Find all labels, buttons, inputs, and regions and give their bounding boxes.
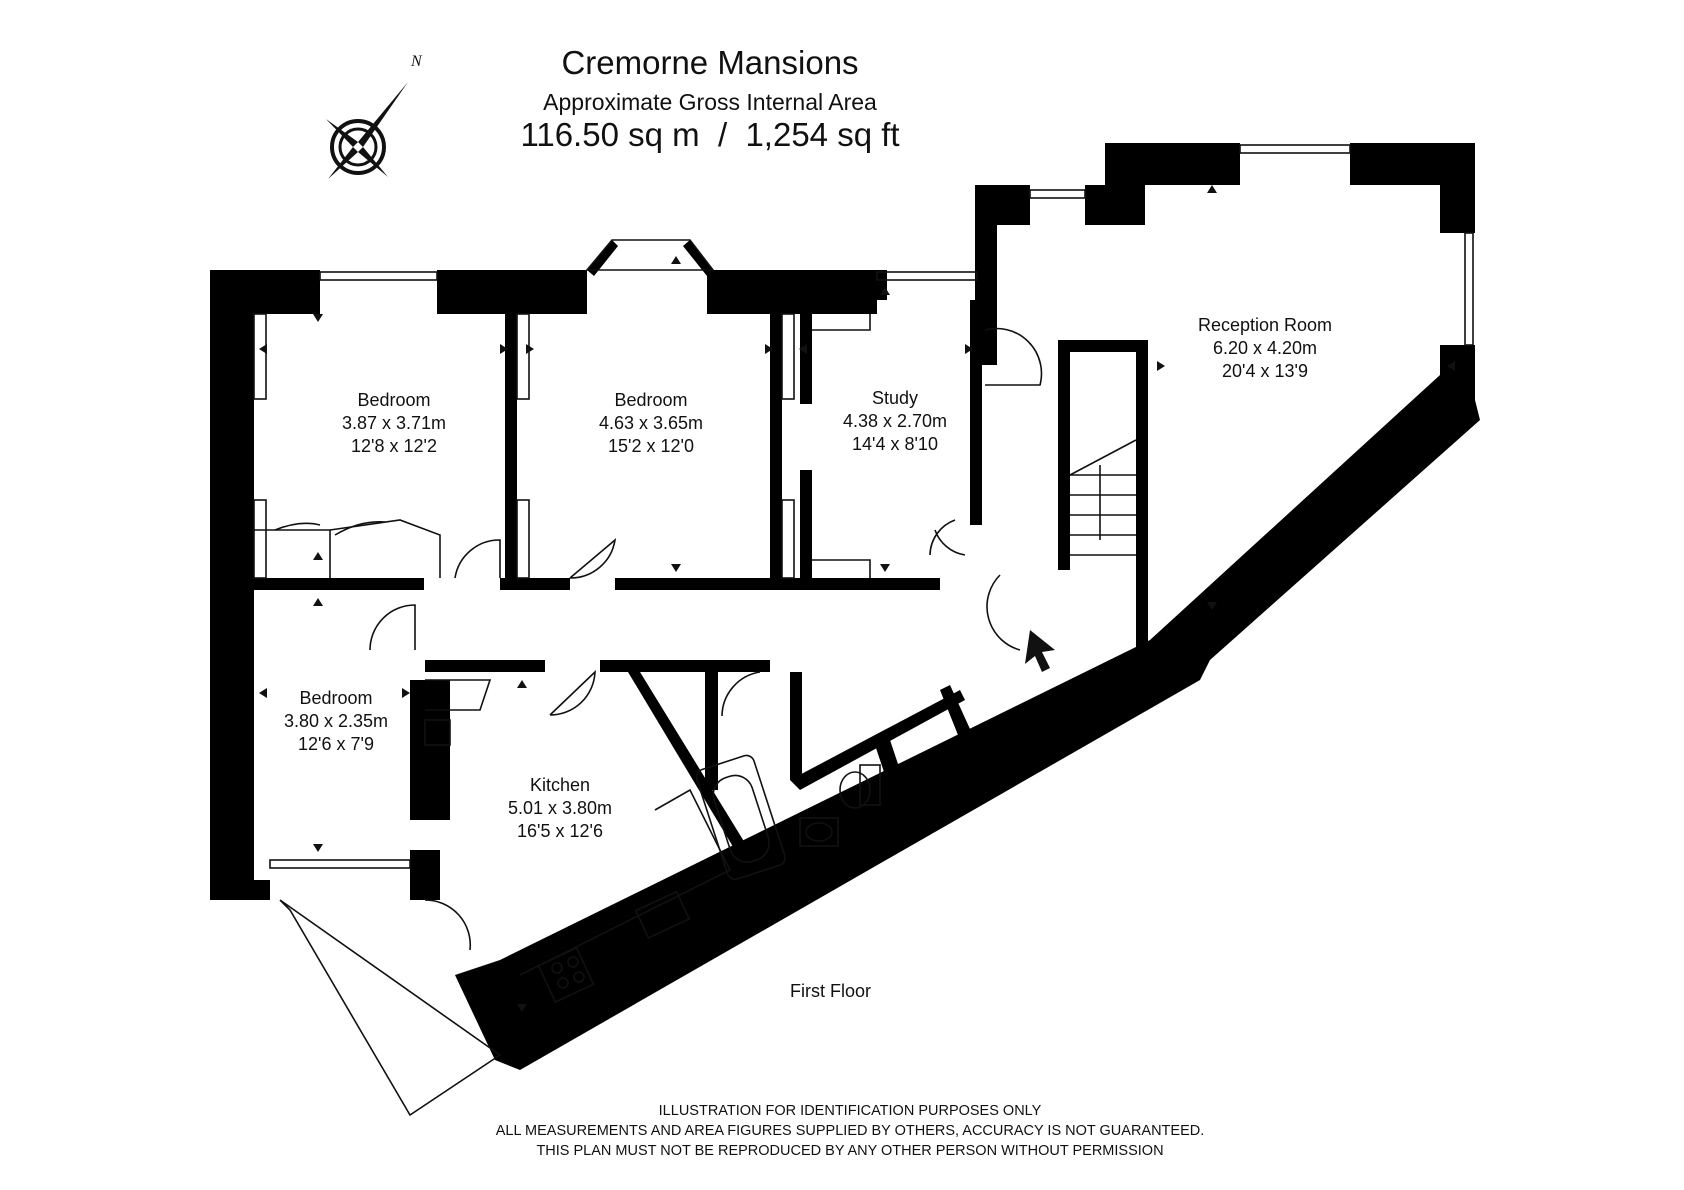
hob — [537, 946, 595, 1004]
room-name: Bedroom — [614, 390, 688, 410]
toilet — [839, 771, 871, 809]
sink — [634, 890, 691, 939]
room-imperial: 15'2 x 12'0 — [608, 436, 694, 456]
window — [269, 859, 411, 869]
balcony — [279, 899, 502, 1117]
fittings — [253, 144, 1474, 1117]
compass-icon: N — [326, 53, 423, 179]
room-metric: 3.80 x 2.35m — [283, 711, 389, 731]
entrance-arrow-icon — [1025, 630, 1055, 672]
room-kitchen: Kitchen 5.01 x 3.80m 16'5 x 12'6 — [450, 774, 670, 843]
window — [1464, 232, 1474, 346]
room-bedroom-1: Bedroom 3.87 x 3.71m 12'8 x 12'2 — [284, 389, 504, 458]
room-study: Study 4.38 x 2.70m 14'4 x 8'10 — [785, 387, 1005, 456]
window — [319, 271, 438, 281]
room-metric: 4.63 x 3.65m — [598, 413, 704, 433]
window — [585, 239, 715, 271]
room-imperial: 20'4 x 13'9 — [1222, 361, 1308, 381]
room-metric: 3.87 x 3.71m — [341, 413, 447, 433]
window — [1029, 189, 1086, 199]
room-imperial: 16'5 x 12'6 — [517, 821, 603, 841]
walls — [210, 143, 1480, 1070]
disclaimer-line: ILLUSTRATION FOR IDENTIFICATION PURPOSES… — [658, 1103, 1042, 1119]
room-bedroom-2: Bedroom 4.63 x 3.65m 15'2 x 12'0 — [541, 389, 761, 458]
floor-label: First Floor — [790, 981, 871, 1001]
room-reception: Reception Room 6.20 x 4.20m 20'4 x 13'9 — [1155, 314, 1375, 383]
room-metric: 5.01 x 3.80m — [507, 798, 613, 818]
gross-area: 116.50 sq m / 1,254 sq ft — [520, 116, 900, 153]
room-name: Bedroom — [299, 688, 373, 708]
bath — [695, 754, 786, 881]
staircase — [1069, 439, 1137, 556]
room-name: Reception Room — [1197, 315, 1333, 335]
window — [1239, 144, 1351, 154]
plan-title: Cremorne Mansions — [561, 44, 859, 81]
room-imperial: 12'6 x 7'9 — [298, 734, 374, 754]
disclaimer: ILLUSTRATION FOR IDENTIFICATION PURPOSES… — [400, 1101, 1300, 1161]
room-imperial: 14'4 x 8'10 — [852, 434, 938, 454]
disclaimer-line: THIS PLAN MUST NOT BE REPRODUCED BY ANY … — [536, 1143, 1164, 1159]
room-bedroom-3: Bedroom 3.80 x 2.35m 12'6 x 7'9 — [226, 687, 446, 756]
room-metric: 4.38 x 2.70m — [842, 411, 948, 431]
plan-subtitle: Approximate Gross Internal Area — [543, 89, 877, 115]
disclaimer-line: ALL MEASUREMENTS AND AREA FIGURES SUPPLI… — [495, 1123, 1205, 1139]
room-name: Study — [871, 388, 919, 408]
window — [876, 271, 978, 281]
room-name: Bedroom — [357, 390, 431, 410]
basin — [799, 817, 839, 847]
dimension-markers — [259, 185, 1455, 1012]
compass-letter: N — [410, 53, 423, 70]
room-metric: 6.20 x 4.20m — [1212, 338, 1318, 358]
room-name: Kitchen — [529, 775, 591, 795]
room-imperial: 12'8 x 12'2 — [351, 436, 437, 456]
